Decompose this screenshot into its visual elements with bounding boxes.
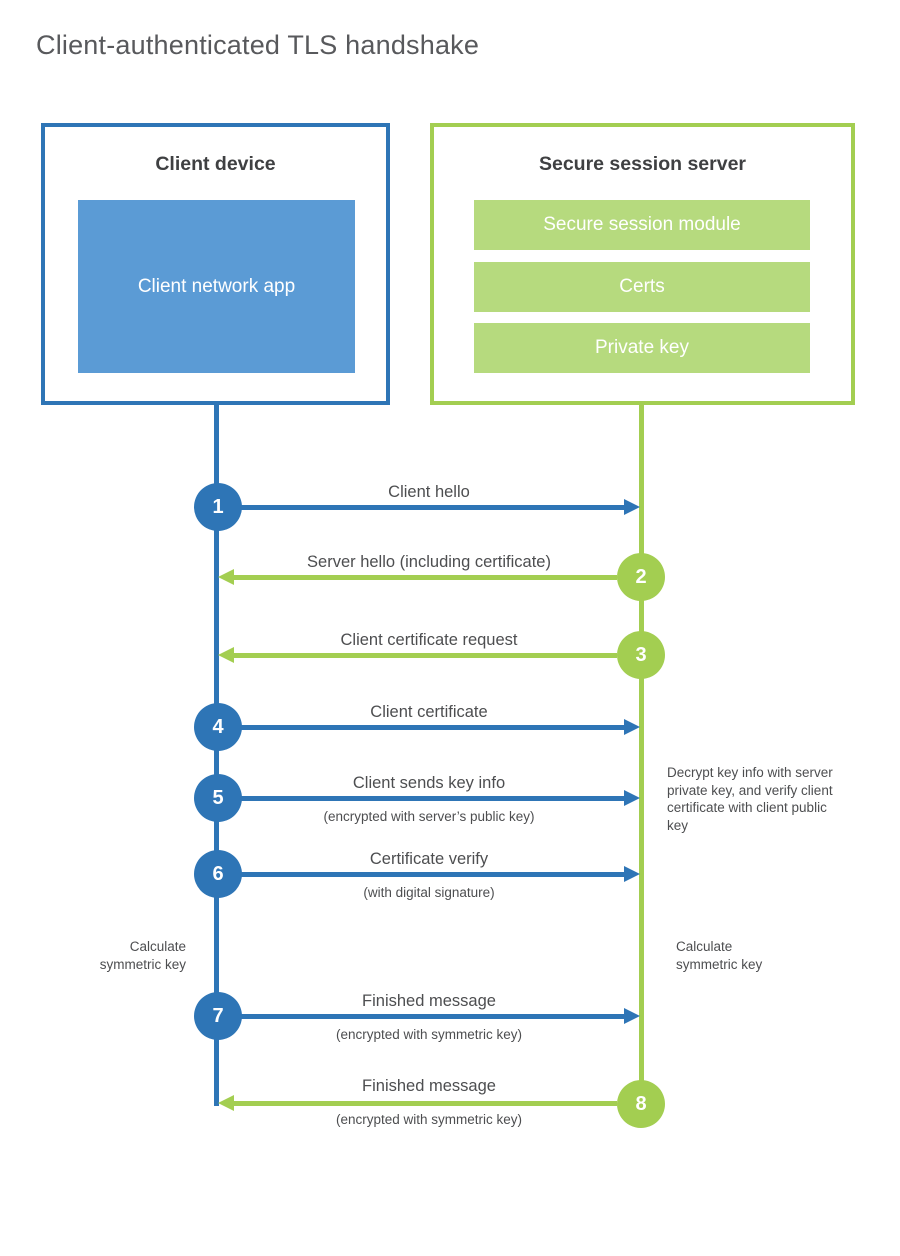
message-arrow bbox=[234, 1101, 617, 1106]
client-network-app-label: Client network app bbox=[137, 276, 296, 297]
arrowhead-right-icon bbox=[624, 719, 640, 735]
step-circle: 7 bbox=[194, 992, 242, 1040]
arrowhead-right-icon bbox=[624, 1008, 640, 1024]
server-module-bar-secure-session-module: Secure session module bbox=[474, 200, 810, 250]
step-circle: 1 bbox=[194, 483, 242, 531]
message-arrow bbox=[240, 725, 624, 730]
message-label: Client sends key info bbox=[352, 774, 506, 792]
message-arrow bbox=[240, 872, 624, 877]
arrowhead-right-icon bbox=[624, 499, 640, 515]
arrowhead-left-icon bbox=[218, 1095, 234, 1111]
message-arrow bbox=[234, 653, 617, 658]
arrowhead-left-icon bbox=[218, 647, 234, 663]
step-circle: 2 bbox=[617, 553, 665, 601]
message-arrow bbox=[240, 796, 624, 801]
step-circle: 5 bbox=[194, 774, 242, 822]
message-sublabel: (with digital signature) bbox=[363, 885, 495, 900]
secure-session-server-title: Secure session server bbox=[538, 153, 747, 175]
note-decrypt-key-info: Decrypt key info with server private key… bbox=[667, 765, 833, 833]
step-circle: 3 bbox=[617, 631, 665, 679]
message-label: Client certificate request bbox=[340, 631, 518, 649]
arrowhead-left-icon bbox=[218, 569, 234, 585]
server-module-bar-private-key: Private key bbox=[474, 323, 810, 373]
message-arrow bbox=[240, 1014, 624, 1019]
message-label: Client certificate bbox=[370, 703, 488, 721]
note-calculate-symmetric-key-client: Calculate symmetric key bbox=[99, 939, 186, 972]
message-sublabel: (encrypted with symmetric key) bbox=[335, 1027, 523, 1042]
client-network-app-box: Client network app bbox=[78, 200, 355, 373]
arrowhead-right-icon bbox=[624, 866, 640, 882]
message-sublabel: (encrypted with symmetric key) bbox=[335, 1112, 523, 1127]
message-label: Finished message bbox=[362, 1077, 496, 1095]
message-arrow bbox=[240, 505, 624, 510]
step-circle: 8 bbox=[617, 1080, 665, 1128]
server-lifeline bbox=[639, 405, 644, 1105]
arrowhead-right-icon bbox=[624, 790, 640, 806]
step-circle: 4 bbox=[194, 703, 242, 751]
step-circle: 6 bbox=[194, 850, 242, 898]
client-lifeline bbox=[214, 405, 219, 1106]
note-calculate-symmetric-key-server: Calculate symmetric key bbox=[676, 939, 763, 972]
message-label: Server hello (including certificate) bbox=[307, 553, 551, 571]
client-device-title: Client device bbox=[155, 153, 276, 175]
diagram-title: Client-authenticated TLS handshake bbox=[36, 30, 480, 60]
message-arrow bbox=[234, 575, 617, 580]
message-label: Client hello bbox=[388, 483, 470, 501]
message-sublabel: (encrypted with server’s public key) bbox=[323, 809, 535, 824]
message-label: Certificate verify bbox=[369, 850, 489, 868]
message-label: Finished message bbox=[362, 992, 496, 1010]
server-module-bar-certs: Certs bbox=[474, 262, 810, 312]
